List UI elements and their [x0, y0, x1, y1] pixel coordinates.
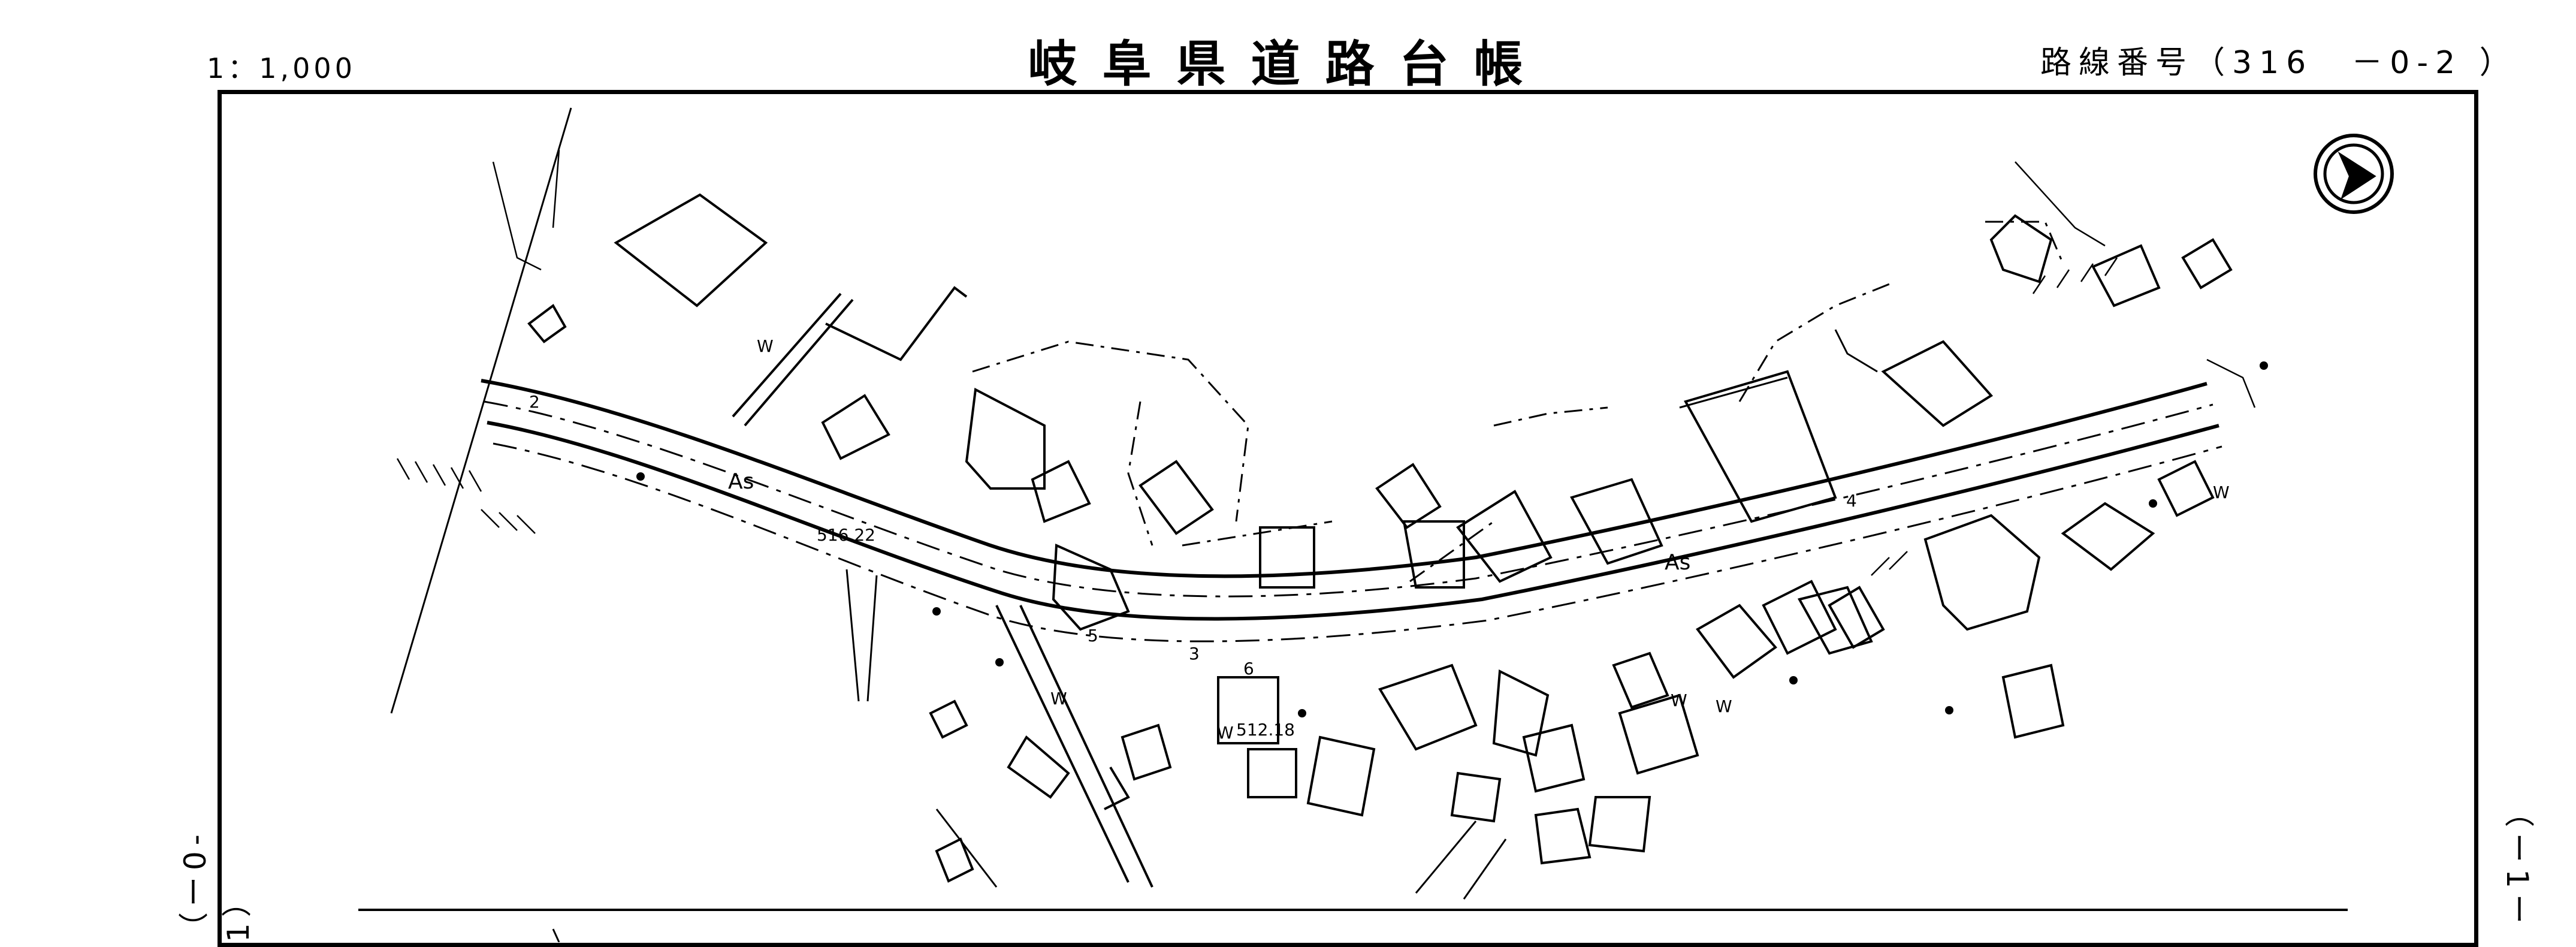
- map-label: W: [757, 336, 774, 356]
- page-title: 岐阜県道路台帳: [1028, 36, 1548, 93]
- map-scale: 1：1,000: [207, 52, 356, 85]
- boundary-line: [390, 107, 572, 714]
- surface-label: As: [728, 469, 754, 494]
- road-main: [481, 379, 2222, 643]
- north-arrow-icon: [2314, 134, 2394, 214]
- map-label: W: [2213, 482, 2230, 502]
- side-road: [732, 292, 854, 427]
- map-label: 3: [1189, 644, 1200, 663]
- road-map: 516.22 512.18 As As W W W W W W 3 4 5 6 …: [358, 107, 2394, 942]
- elevation-label: 516.22: [817, 525, 875, 545]
- slope-hatches: [396, 149, 2256, 576]
- parcel-lines: [972, 221, 2064, 583]
- right-sheet-ref: （ー1ー: [2500, 797, 2535, 930]
- route-number: 路線番号（316 －0-2 ）: [2040, 45, 2518, 81]
- map-label: W: [1716, 696, 1732, 716]
- surface-label: As: [1665, 550, 1690, 575]
- map-label: 6: [1243, 659, 1254, 678]
- map-label: 5: [1088, 626, 1098, 646]
- map-label: 4: [1846, 491, 1857, 511]
- map-label: W: [1217, 723, 1234, 743]
- buildings: [527, 193, 2233, 900]
- map-label: W: [1050, 689, 1067, 708]
- control-points: [636, 361, 2268, 717]
- map-label: 2: [529, 392, 540, 412]
- map-label: W: [1671, 690, 1687, 710]
- elevation-label: 512.18: [1236, 720, 1295, 740]
- map-frame: [218, 90, 2478, 947]
